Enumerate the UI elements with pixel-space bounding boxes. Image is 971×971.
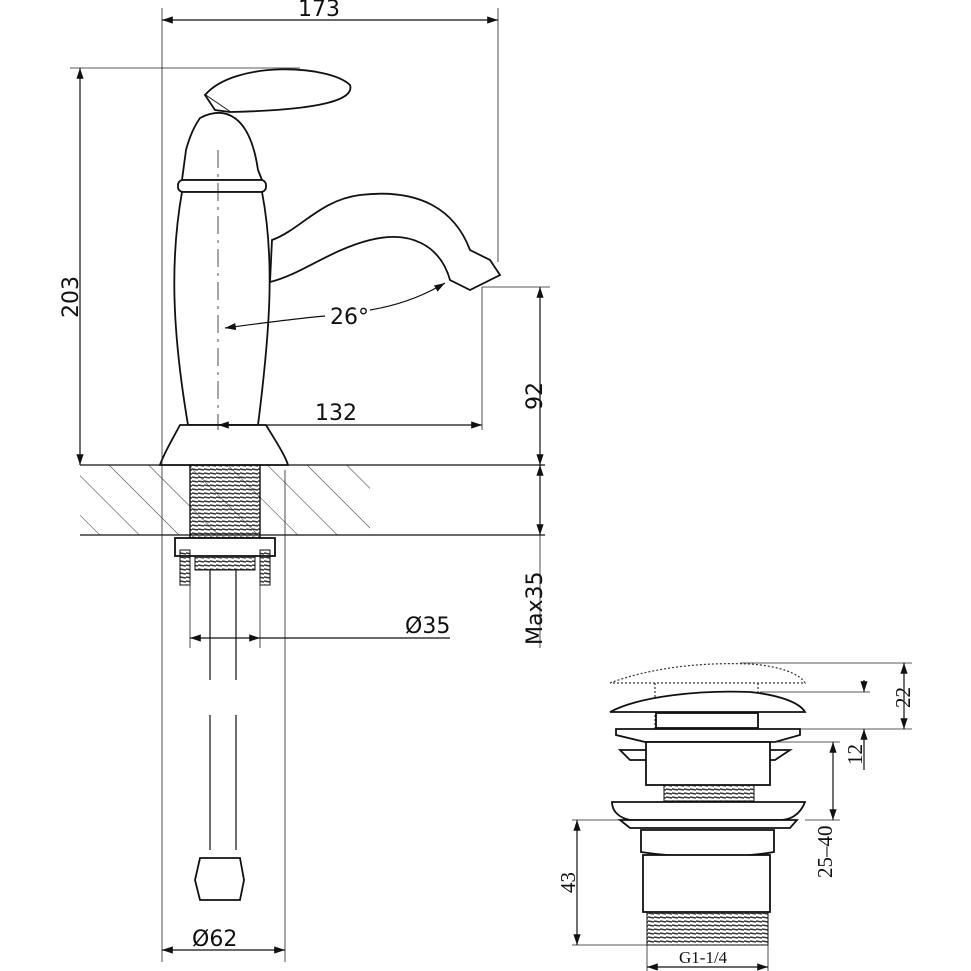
drain-flange [611,801,807,821]
dim-spout-reach: 132 [315,401,357,426]
dim-body-length: 43 [556,872,580,893]
faucet-body [173,191,271,426]
faucet-base [158,424,290,466]
shank [189,464,261,541]
dim-overall-height: 203 [59,276,84,318]
dim-max-thickness: Max35 [523,572,548,645]
dim-cap-lift: 12 [843,744,867,765]
dim-base-diameter: Ø62 [192,927,237,952]
faucet-drawing [158,68,502,901]
dim-thread-size: G1-1/4 [679,948,728,967]
hose-nut [194,857,245,901]
dim-spout-height: 92 [523,382,548,410]
mounting-stud-right [259,549,271,586]
drain-cap [609,690,807,713]
mounting-stud-left [179,549,191,586]
dim-shank-diameter: Ø35 [405,614,450,639]
dim-basin-thickness: 25–40 [813,826,837,879]
dim-overall-width: 173 [298,0,340,22]
dim-spout-angle: 26° [330,305,369,330]
spout [269,192,502,292]
drain-cap-open-position [609,663,807,684]
faucet-handle [203,68,352,113]
countertop-section [80,464,545,536]
drain-dimensions: 22 12 25–40 43 G1-1/4 [556,662,915,971]
dim-open-height: 22 [891,687,915,708]
drain-thread [646,911,769,946]
drain-drawing [609,663,807,946]
faucet-dimensions: 173 203 26° 132 92 Max35 Ø35 Ø62 [59,0,550,962]
handle-cap [180,112,264,181]
drain-nut [640,829,775,858]
